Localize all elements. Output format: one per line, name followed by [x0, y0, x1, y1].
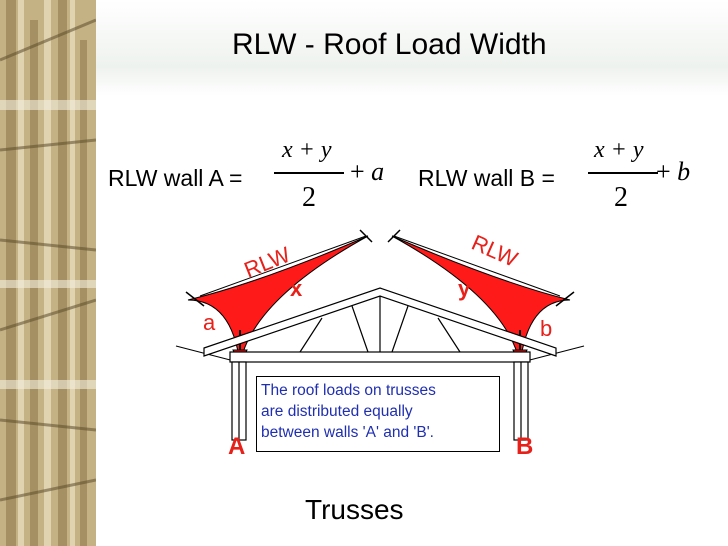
formula-b-term: b	[677, 157, 691, 186]
formula-a-numerator: x + y	[282, 137, 332, 163]
formula-a-term: a	[371, 157, 385, 186]
dimension-tick-mid-left	[359, 229, 373, 243]
truss	[203, 287, 557, 363]
load-area-b	[391, 235, 571, 365]
a-label: a	[203, 310, 216, 335]
formula-a-plus: +	[350, 157, 365, 186]
formula-b-label: RLW wall B =	[418, 165, 555, 191]
wall-b-label: B	[516, 433, 533, 460]
formula-b-denominator: 2	[614, 182, 628, 213]
formula-a-fraction-bar	[274, 172, 344, 174]
timber-frame-photo	[0, 0, 96, 546]
dimension-tick-mid-right	[387, 229, 401, 243]
note-line-3: between walls 'A' and 'B'.	[261, 424, 434, 441]
slide-title: RLW - Roof Load Width	[232, 28, 547, 61]
dimension-line-y	[393, 235, 561, 297]
formula-b-numerator: x + y	[594, 137, 644, 163]
load-area-a	[187, 235, 369, 365]
formula-a-denominator: 2	[302, 182, 316, 213]
note-line-2: are distributed equally	[261, 403, 413, 420]
dimension-tick-right	[555, 291, 575, 307]
x-label: x	[290, 276, 303, 301]
b-label: b	[540, 316, 552, 341]
wall-a-label: A	[228, 433, 245, 460]
formula-b-fraction-bar	[588, 172, 658, 174]
formula-a-label: RLW wall A =	[108, 165, 243, 191]
y-label: y	[458, 276, 471, 301]
formula-b-plus: +	[656, 157, 671, 186]
title-background	[96, 0, 728, 96]
dimension-line-x	[199, 235, 367, 297]
wall-a	[231, 361, 247, 441]
wall-b	[513, 361, 529, 441]
note-line-1: The roof loads on trusses	[261, 382, 436, 399]
dimension-tick-left	[185, 291, 205, 307]
diagram-caption: Trusses	[305, 494, 404, 525]
load-distribution-note: The roof loads on trusses are distribute…	[256, 376, 500, 452]
